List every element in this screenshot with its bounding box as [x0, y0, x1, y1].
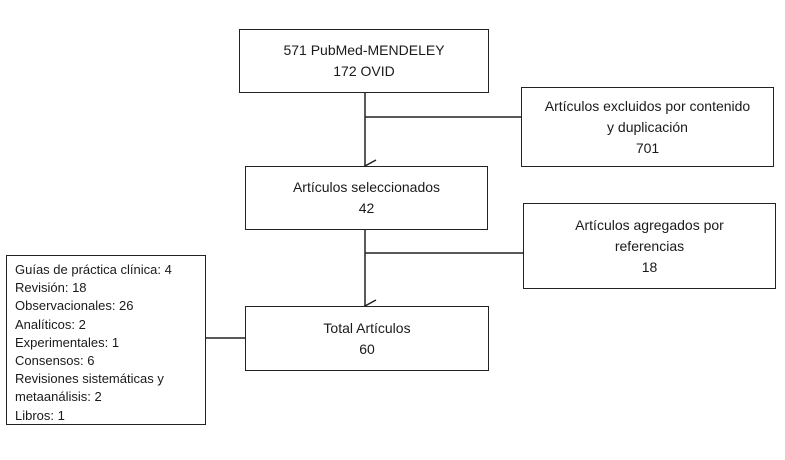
excluded-label-line2: y duplicación	[607, 118, 688, 135]
breakdown-item: Analíticos: 2	[15, 316, 86, 332]
total-label: Total Artículos	[323, 319, 411, 336]
sources-pubmed-text: 571 PubMed-MENDELEY	[283, 42, 445, 58]
breakdown-item: Observacionales: 26	[15, 298, 134, 314]
breakdown-item: metaanálisis: 2	[15, 389, 102, 405]
breakdown-item: Consensos: 6	[15, 353, 95, 369]
excluded-count: 701	[635, 139, 660, 156]
breakdown-item: Revisión: 18	[15, 280, 87, 296]
added-box: Artículos agregados por referencias 18	[523, 203, 776, 289]
selected-box: Artículos seleccionados 42	[245, 166, 488, 230]
breakdown-item: Libros: 1	[15, 407, 65, 423]
breakdown-item: Guías de práctica clínica: 4	[15, 262, 172, 277]
added-count: 18	[641, 258, 658, 275]
breakdown-box: Guías de práctica clínica: 4 Revisión: 1…	[6, 255, 206, 425]
added-label-line1: Artículos agregados por	[575, 216, 724, 233]
added-label-line2: referencias	[614, 237, 685, 254]
breakdown-item: Experimentales: 1	[15, 334, 120, 350]
selected-label: Artículos seleccionados	[292, 179, 441, 195]
breakdown-item: Revisiones sistemáticas y	[15, 371, 164, 387]
total-box: Total Artículos 60	[245, 306, 489, 371]
sources-ovid-text: 172 OVID	[333, 63, 395, 79]
total-count: 60	[359, 340, 375, 357]
excluded-box: Artículos excluidos por contenido y dupl…	[521, 87, 774, 167]
sources-box: 571 PubMed-MENDELEY 172 OVID	[239, 29, 489, 93]
selected-count: 42	[358, 200, 375, 216]
excluded-label-line1: Artículos excluidos por contenido	[544, 97, 751, 114]
